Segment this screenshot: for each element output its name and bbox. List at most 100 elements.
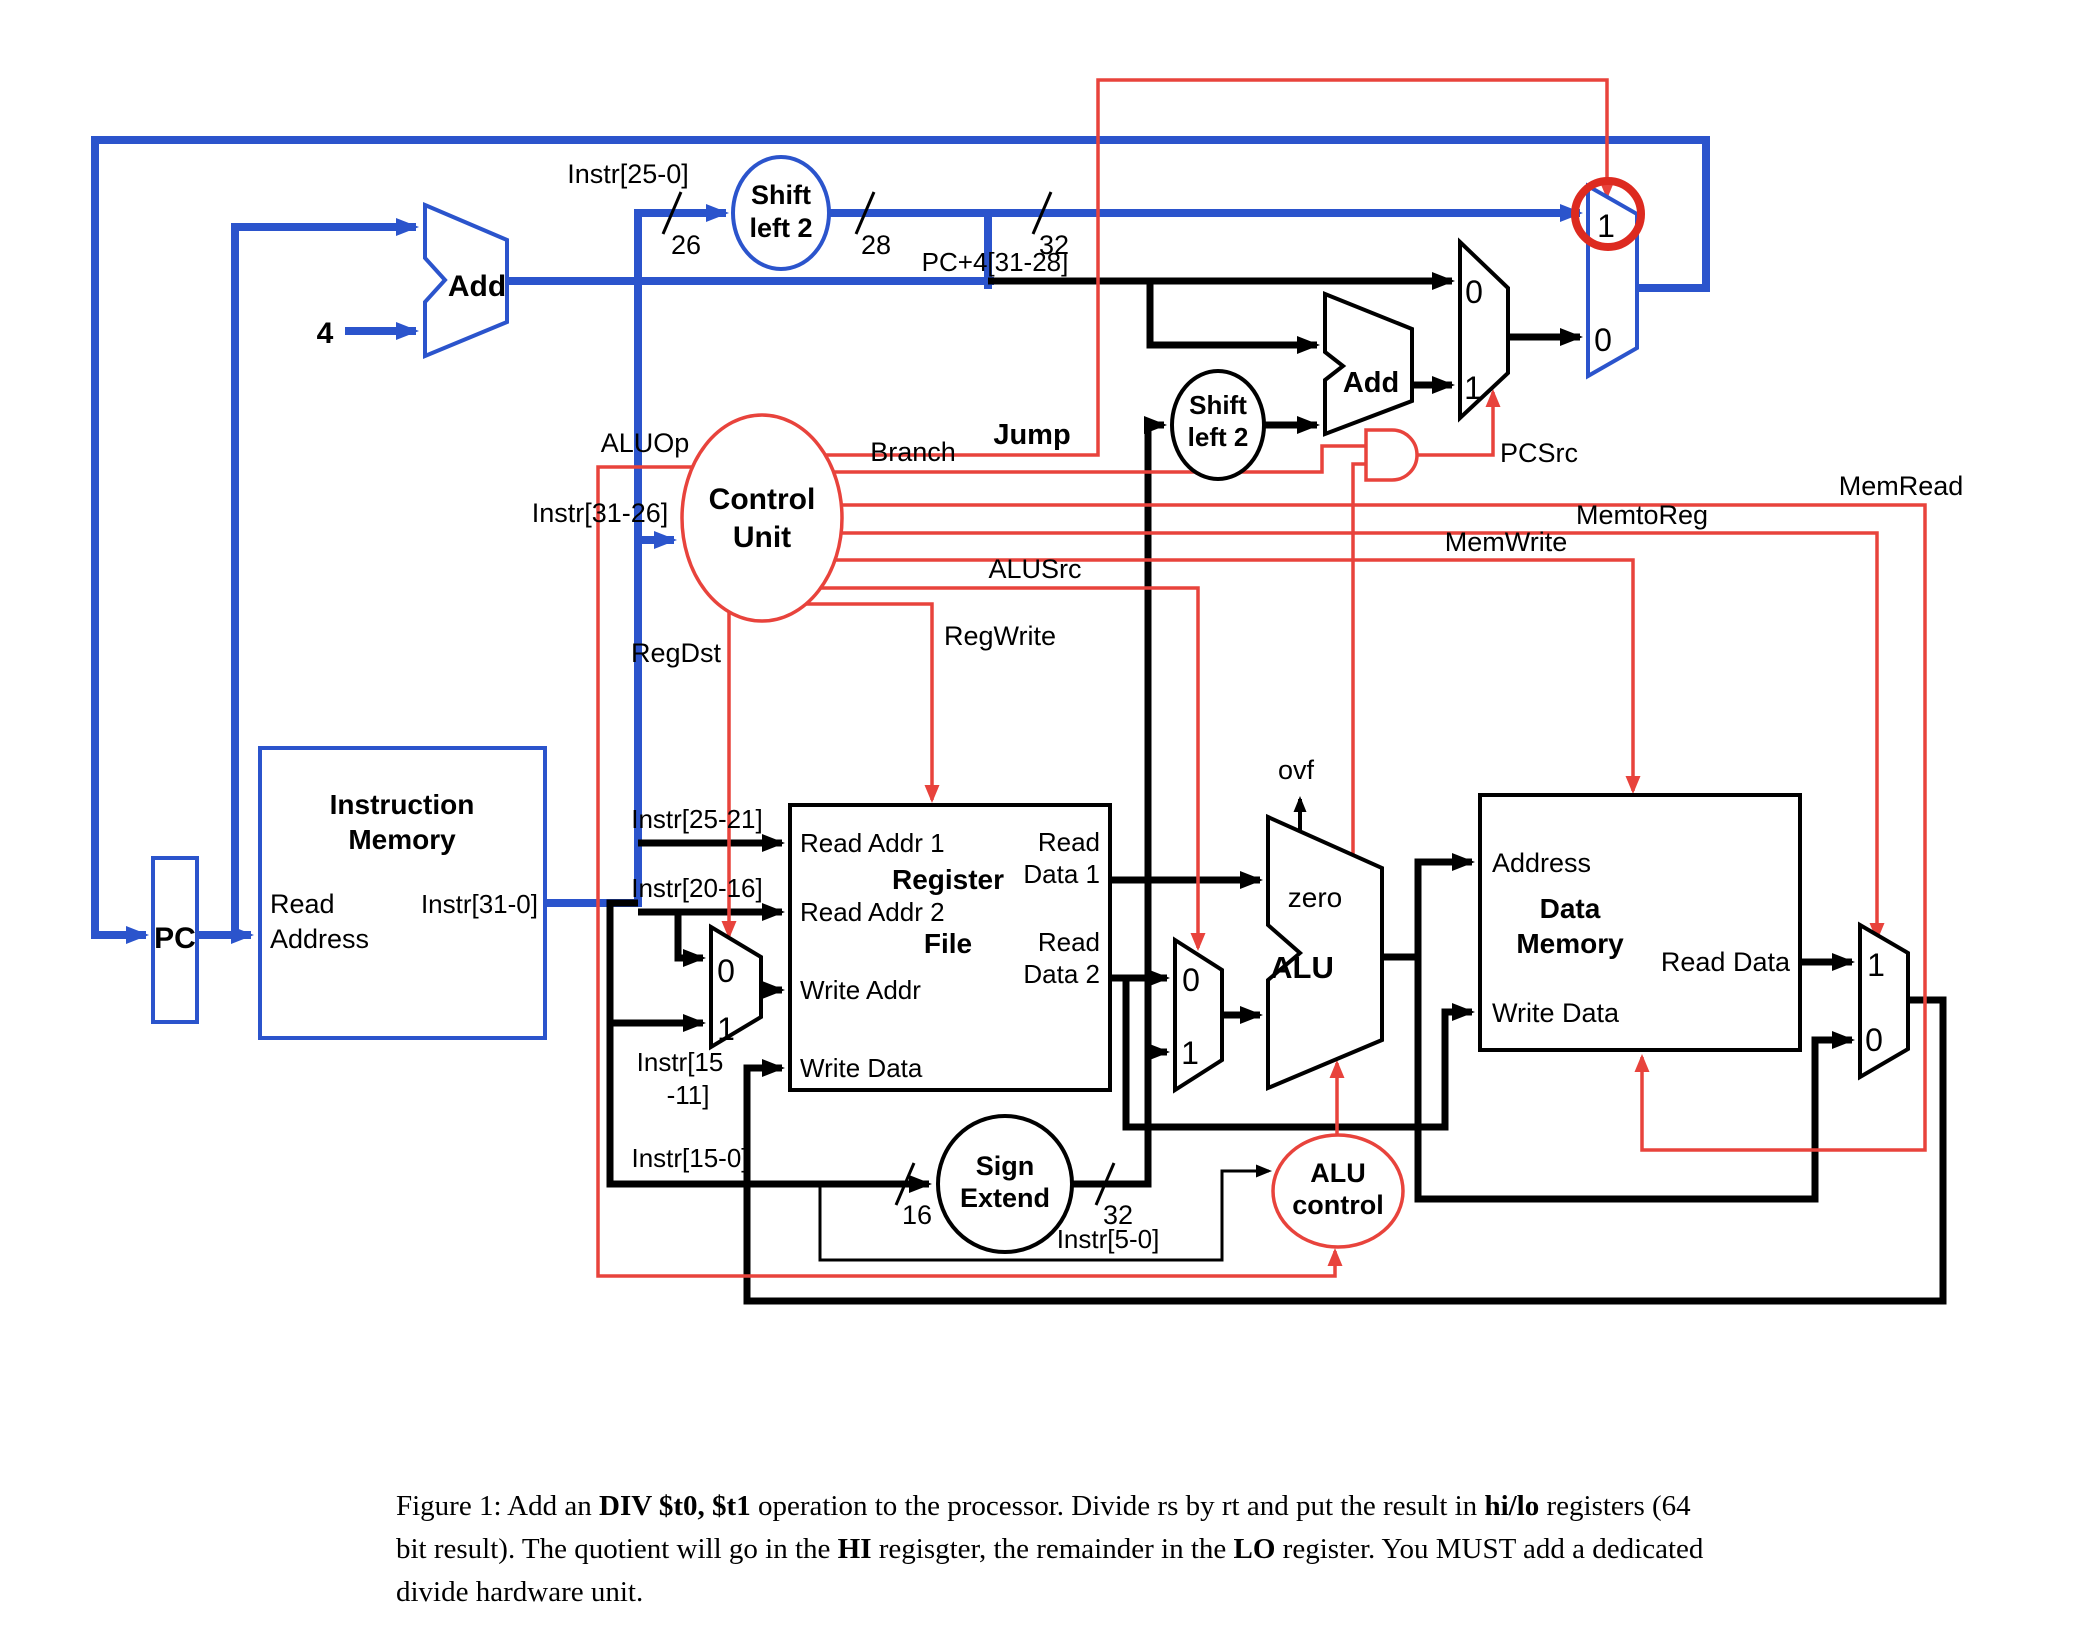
width-slash-32-jump <box>1031 191 1053 235</box>
pc-to-add-wire <box>231 218 419 935</box>
shift-left-2-branch <box>1170 369 1266 481</box>
rf-read-data2-label-1: Read <box>1038 927 1100 957</box>
jump-label: Jump <box>993 419 1070 451</box>
sign-extend-label-2: Extend <box>960 1183 1050 1213</box>
writeback-wire <box>743 996 1947 1305</box>
mux-jump-0: 0 <box>1594 322 1612 358</box>
register-file-label-1: Register <box>892 864 1004 895</box>
instr31-26-label: Instr[31-26] <box>532 498 669 528</box>
memread-wire <box>841 503 1927 1152</box>
and-gate <box>1364 428 1419 482</box>
figure-caption: Figure 1: Add an DIV $t0, $t1 operation … <box>396 1485 1711 1614</box>
mux-regdst-1: 1 <box>717 1011 735 1047</box>
pc-next-return-wire <box>91 136 1710 944</box>
aluop-label: ALUOp <box>601 428 690 458</box>
caption-part-6: regisgter, the remainder in the <box>871 1532 1234 1565</box>
width-32-jump-label: 32 <box>1039 230 1069 260</box>
mux-memtoreg-1: 1 <box>1867 947 1885 983</box>
shift-jump-label-1: Shift <box>751 180 811 210</box>
caption-part-4: registers (64 bit result). The quotient … <box>396 1490 1691 1565</box>
instr20-16-drop <box>674 912 706 967</box>
control-unit-label-1: Control <box>709 483 816 516</box>
instr15-0-label: Instr[15-0] <box>631 1143 748 1173</box>
add-pc4-adder <box>423 201 509 359</box>
alu-control <box>1271 1133 1405 1249</box>
pc-label: PC <box>154 922 196 955</box>
zero-label: zero <box>1288 882 1342 913</box>
width-28-label: 28 <box>861 230 891 260</box>
branch-wire <box>834 444 1368 474</box>
instruction-memory-label-2: Memory <box>348 824 456 855</box>
shift-left-2-jump <box>731 155 831 271</box>
highlight-layer <box>1571 177 1645 251</box>
instruction-memory-label-1: Instruction <box>330 789 475 820</box>
im-instr31-0-label: Instr[31-0] <box>421 889 538 919</box>
instr-bus-black <box>606 899 932 1193</box>
sign-extend <box>936 1114 1074 1254</box>
mux-pcsrc <box>1458 237 1510 423</box>
alu-control-label-1: ALU <box>1310 1158 1366 1188</box>
memwrite-wire <box>836 558 1641 794</box>
width-slash-32-signext <box>1094 1162 1116 1206</box>
instr5-0-label: Instr[5-0] <box>1057 1224 1160 1254</box>
const-4-label: 4 <box>317 317 334 350</box>
data-memory-label-2: Memory <box>1516 928 1624 959</box>
instruction-memory-box <box>258 746 547 1040</box>
mux-memtoreg-0: 0 <box>1865 1022 1883 1058</box>
mux-alusrc-1: 1 <box>1181 1035 1199 1071</box>
caption-part-1: DIV $t0, $t1 <box>599 1490 751 1522</box>
pcsrc-label: PCSrc <box>1500 438 1578 468</box>
alusrc-label: ALUSrc <box>988 554 1081 584</box>
rf-write-addr-label: Write Addr <box>800 975 921 1005</box>
blocks-layer <box>151 155 1910 1254</box>
read-data2-to-dm <box>1122 978 1475 1131</box>
instr15-11-label-1: Instr[15 <box>637 1047 724 1077</box>
dm-address-label: Address <box>1492 848 1591 878</box>
dm-read-data-label: Read Data <box>1661 947 1791 977</box>
memread-label: MemRead <box>1839 471 1964 501</box>
memwrite-label: MemWrite <box>1445 527 1568 557</box>
rf-read-data1-label-2: Data 1 <box>1023 859 1100 889</box>
mux-regdst-0: 0 <box>717 953 735 989</box>
pc4-branch-step <box>1146 281 1320 354</box>
memtoreg-label: MemtoReg <box>1576 500 1708 530</box>
width-slash-28 <box>854 191 876 235</box>
aluop-wire <box>596 465 1343 1278</box>
alu-control-label-2: control <box>1292 1190 1384 1220</box>
instr15-11-label-2: -11] <box>667 1080 710 1110</box>
width-32-signext-label: 32 <box>1103 1200 1133 1230</box>
add-branch-label: Add <box>1343 367 1399 399</box>
instr20-16-label: Instr[20-16] <box>631 873 763 903</box>
jump-mux-highlight-circle <box>1571 177 1645 251</box>
mux-jump <box>1586 182 1639 380</box>
mux-pcsrc-1: 1 <box>1464 370 1482 406</box>
width-26-label: 26 <box>671 230 701 260</box>
control-unit-label-2: Unit <box>733 521 791 554</box>
rf-read-data1-label-1: Read <box>1038 827 1100 857</box>
branch-label: Branch <box>870 437 956 467</box>
signext-to-shift <box>1072 416 1167 1188</box>
caption-part-0: Figure 1: Add an <box>396 1490 599 1522</box>
instr5-0-wire <box>818 1164 1272 1262</box>
instr25-0-label: Instr[25-0] <box>567 159 689 189</box>
shift-branch-label-1: Shift <box>1189 390 1247 420</box>
rf-read-data2-label-2: Data 2 <box>1023 959 1100 989</box>
data-memory-box <box>1478 793 1802 1052</box>
caption-part-7: LO <box>1233 1532 1276 1565</box>
add-pc4-label: Add <box>448 270 506 303</box>
caption-part-2: operation to the processor. Divide rs by… <box>750 1490 1485 1522</box>
width-slash-26 <box>661 191 683 235</box>
jump-select-wire <box>825 78 1615 457</box>
instr25-21-label: Instr[25-21] <box>631 804 763 834</box>
rf-read-addr2-label: Read Addr 2 <box>800 897 945 927</box>
sign-extend-label-1: Sign <box>976 1151 1035 1181</box>
mux-pcsrc-0: 0 <box>1465 274 1483 310</box>
alu-to-memtoreg-mux <box>1414 957 1855 1203</box>
pc-box <box>151 856 199 1024</box>
regdst-label: RegDst <box>631 638 722 668</box>
mux-memtoreg <box>1858 921 1910 1081</box>
shift-branch-label-2: left 2 <box>1188 422 1249 452</box>
data-memory-label-1: Data <box>1540 893 1601 924</box>
